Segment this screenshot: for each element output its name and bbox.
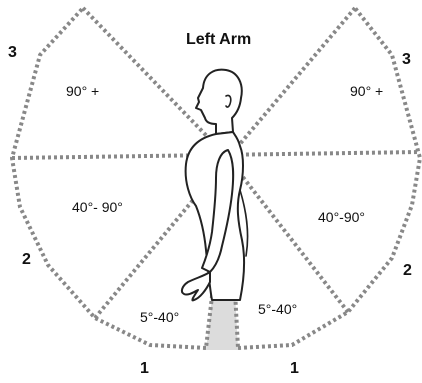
lower-right-divider: [228, 158, 348, 312]
zone-label-lower-left: 5°-40°: [140, 309, 179, 325]
zone-number-top-right: 3: [402, 51, 411, 68]
outer-boundary: [12, 8, 206, 348]
zone-number-mid-left: 2: [22, 251, 31, 268]
figure-head: [196, 70, 242, 134]
zone-label-middle-left: 40°- 90°: [72, 199, 123, 215]
zone-number-bottom-left: 1: [140, 360, 149, 377]
zone-label-lower-right: 5°-40°: [258, 301, 297, 317]
zone-label-middle-right: 40°-90°: [318, 209, 365, 225]
diagram-title: Left Arm: [186, 31, 251, 48]
zone-number-mid-right: 2: [403, 262, 412, 279]
figure-hand: [182, 272, 210, 300]
outer-boundary-right: [238, 8, 420, 348]
zone-label-upper-right: 90° +: [350, 83, 383, 99]
human-figure: [182, 70, 248, 301]
zone-number-top-left: 3: [8, 44, 17, 61]
zone-label-upper-left: 90° +: [66, 83, 99, 99]
zone-number-bottom-right: 1: [290, 360, 299, 377]
